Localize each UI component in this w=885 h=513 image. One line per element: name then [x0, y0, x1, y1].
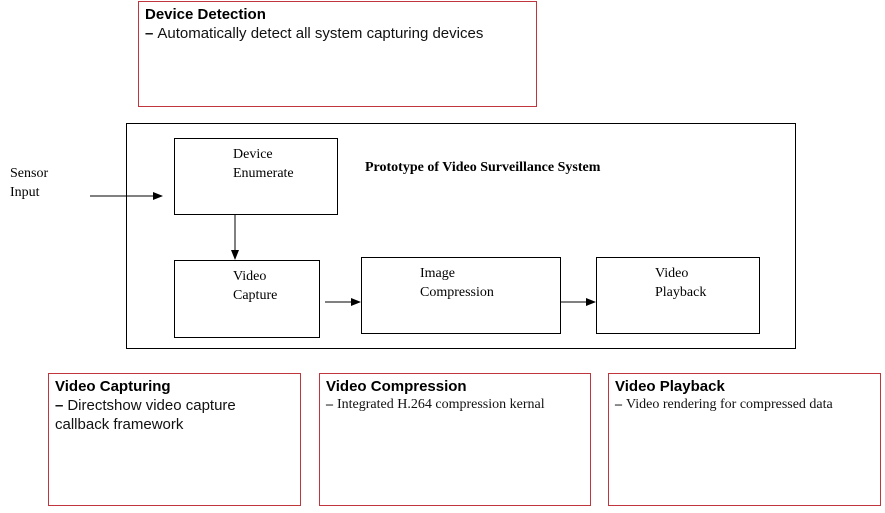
note-title: Video Compression	[326, 378, 467, 395]
dash: –	[145, 25, 154, 42]
note-title: Video Playback	[615, 378, 725, 395]
note-body: –Integrated H.264 compression kernal	[326, 396, 584, 414]
sensor-input-line1: Sensor	[10, 166, 49, 181]
system-frame	[126, 123, 796, 349]
block-label-line1: Video	[655, 266, 689, 281]
note-body: –Video rendering for compressed data	[615, 396, 874, 414]
block-image-compression: Image Compression	[361, 257, 561, 334]
block-label-line2: Compression	[420, 285, 494, 300]
note-text: Integrated H.264 compression kernal	[337, 397, 545, 412]
dash: –	[55, 397, 64, 414]
block-label-line2: Capture	[233, 288, 278, 303]
note-title: Device Detection	[145, 6, 266, 23]
dash: –	[326, 397, 333, 412]
note-text: Video rendering for compressed data	[626, 397, 833, 412]
note-video-compression: Video Compression –Integrated H.264 comp…	[319, 373, 591, 506]
block-label-line1: Video	[233, 269, 267, 284]
block-video-playback: Video Playback	[596, 257, 760, 334]
diagram-title: Prototype of Video Surveillance System	[365, 160, 601, 175]
note-video-playback: Video Playback –Video rendering for comp…	[608, 373, 881, 506]
note-body: –Directshow video capture callback frame…	[55, 396, 294, 434]
block-label-line1: Device	[233, 147, 273, 162]
note-text: Directshow video capture callback framew…	[55, 397, 236, 433]
block-label-line2: Playback	[655, 285, 707, 300]
sensor-input-label: Sensor Input	[10, 164, 48, 202]
sensor-input-line2: Input	[10, 185, 40, 200]
note-video-capturing: Video Capturing –Directshow video captur…	[48, 373, 301, 506]
block-label-line1: Image	[420, 266, 455, 281]
note-body: –Automatically detect all system capturi…	[145, 24, 530, 43]
note-title: Video Capturing	[55, 378, 171, 395]
block-device-enumerate: Device Enumerate	[174, 138, 338, 215]
block-label-line2: Enumerate	[233, 166, 294, 181]
note-device-detection: Device Detection –Automatically detect a…	[138, 1, 537, 107]
note-text: Automatically detect all system capturin…	[157, 25, 484, 42]
block-video-capture: Video Capture	[174, 260, 320, 338]
dash: –	[615, 397, 622, 412]
